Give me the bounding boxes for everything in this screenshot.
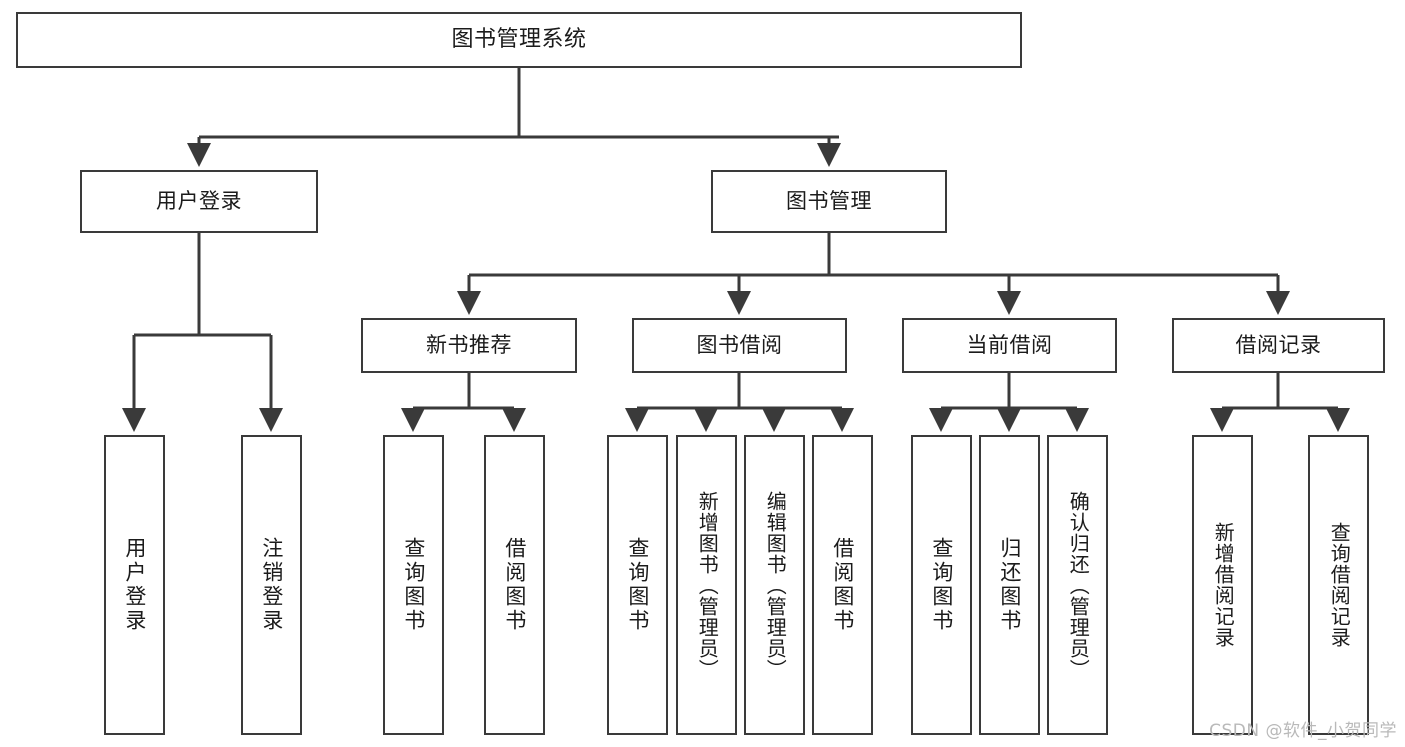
node-label: 借阅图书 (830, 537, 855, 633)
node-user-login[interactable]: 用户登录 (80, 170, 318, 233)
node-label: 注销登录 (259, 537, 284, 633)
node-label: 借阅记录 (1235, 333, 1322, 358)
node-leaf-query-book-current[interactable]: 查询图书 (911, 435, 972, 735)
node-leaf-edit-book-admin[interactable]: 编辑图书（管理员） (744, 435, 805, 735)
node-leaf-add-borrow-record[interactable]: 新增借阅记录 (1192, 435, 1253, 735)
node-leaf-query-book-borrow[interactable]: 查询图书 (607, 435, 668, 735)
node-label: 新书推荐 (426, 333, 512, 358)
node-label: 确认归还（管理员） (1066, 490, 1091, 680)
node-label: 查询借阅记录 (1327, 522, 1352, 648)
node-leaf-borrow-book-recommend[interactable]: 借阅图书 (484, 435, 545, 735)
node-leaf-logout-login[interactable]: 注销登录 (241, 435, 302, 735)
node-leaf-add-book-admin[interactable]: 新增图书（管理员） (676, 435, 737, 735)
node-new-book-recommend[interactable]: 新书推荐 (361, 318, 577, 373)
node-leaf-user-login[interactable]: 用户登录 (104, 435, 165, 735)
node-label: 查询图书 (625, 537, 650, 633)
node-label: 图书管理系统 (451, 27, 587, 53)
node-leaf-confirm-return-admin[interactable]: 确认归还（管理员） (1047, 435, 1108, 735)
node-leaf-borrow-book[interactable]: 借阅图书 (812, 435, 873, 735)
node-label: 借阅图书 (502, 537, 527, 633)
node-label: 查询图书 (401, 537, 426, 633)
node-current-borrow[interactable]: 当前借阅 (902, 318, 1117, 373)
node-leaf-query-book-recommend[interactable]: 查询图书 (383, 435, 444, 735)
node-label: 归还图书 (997, 537, 1022, 633)
node-label: 图书借阅 (696, 333, 783, 358)
node-root-book-management-system[interactable]: 图书管理系统 (16, 12, 1022, 68)
node-label: 用户登录 (156, 189, 242, 214)
node-book-borrow[interactable]: 图书借阅 (632, 318, 847, 373)
watermark: CSDN @软件_小贺同学 (1209, 721, 1397, 741)
node-label: 编辑图书（管理员） (763, 490, 788, 680)
node-book-management[interactable]: 图书管理 (711, 170, 947, 233)
node-leaf-return-book[interactable]: 归还图书 (979, 435, 1040, 735)
node-label: 当前借阅 (966, 333, 1053, 358)
node-label: 新增图书（管理员） (695, 490, 720, 680)
node-label: 查询图书 (929, 537, 954, 633)
node-borrow-records[interactable]: 借阅记录 (1172, 318, 1385, 373)
node-label: 新增借阅记录 (1211, 522, 1236, 648)
node-leaf-query-borrow-record[interactable]: 查询借阅记录 (1308, 435, 1369, 735)
node-label: 用户登录 (122, 537, 147, 633)
node-label: 图书管理 (786, 189, 872, 214)
